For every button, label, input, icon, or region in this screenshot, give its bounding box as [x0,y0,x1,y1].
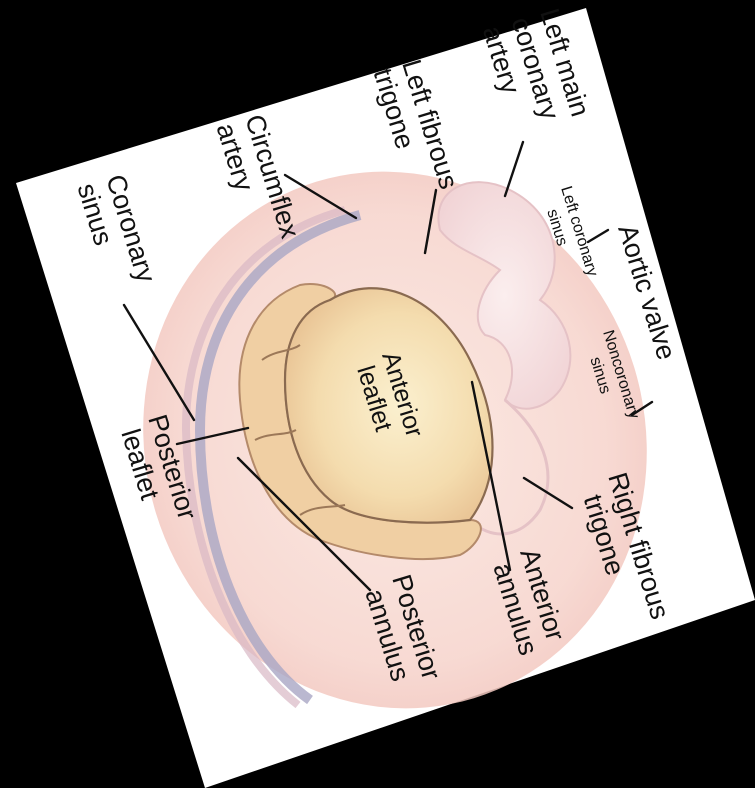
mitral-valve-anatomy-diagram: Left maincoronaryartery Left fibroustrig… [0,0,755,788]
